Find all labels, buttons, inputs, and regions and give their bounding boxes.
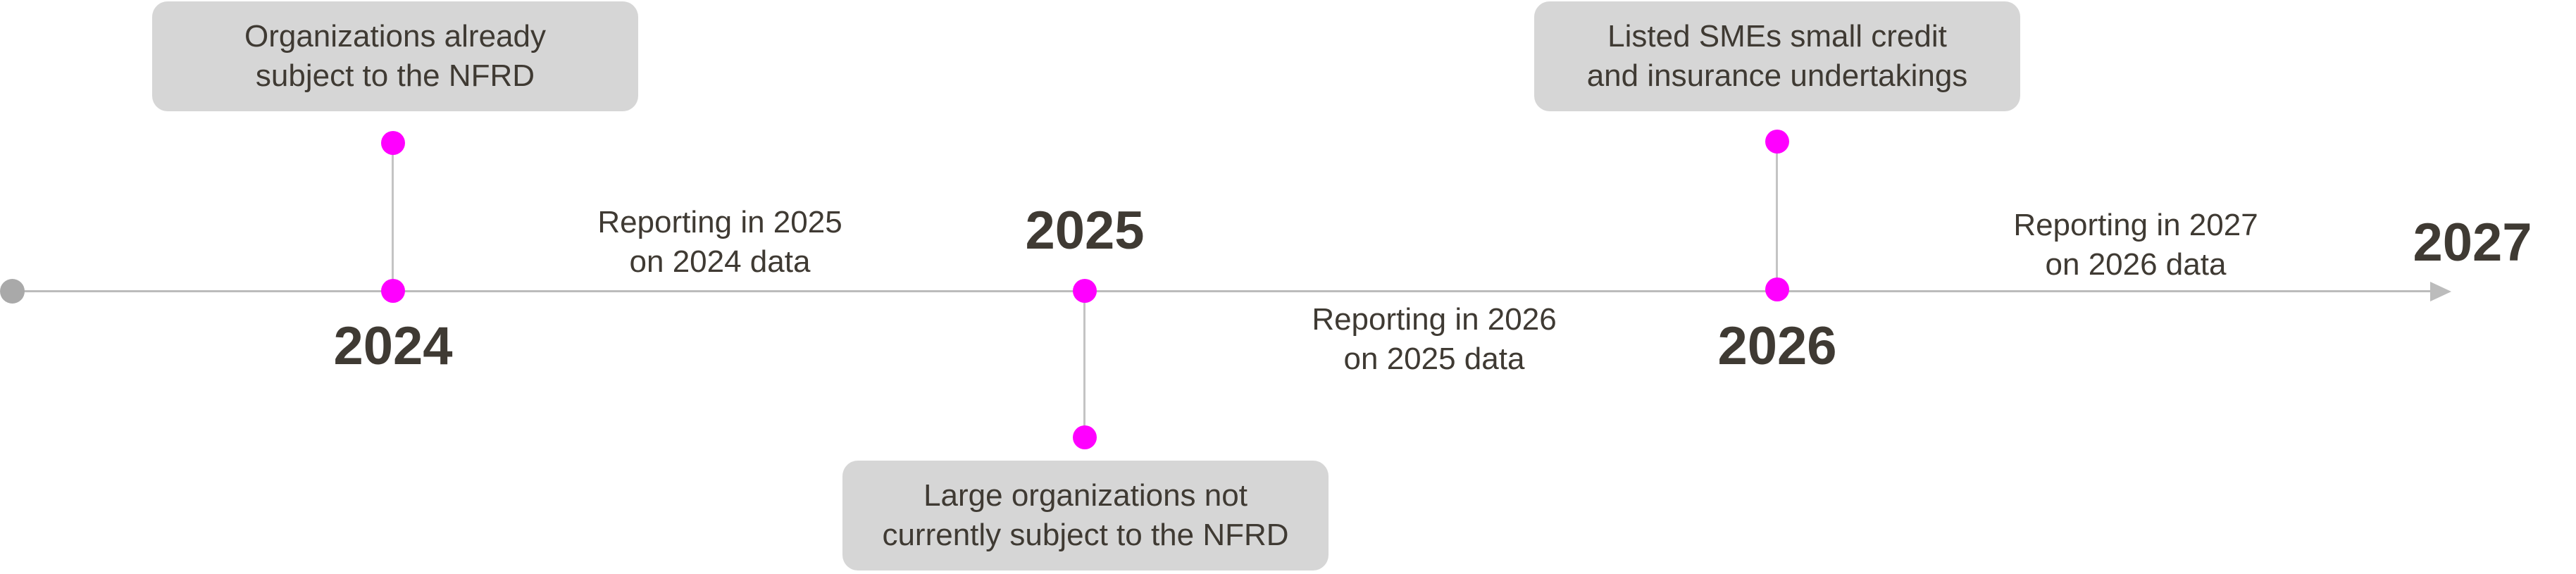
timeline-arrow-head [2430, 282, 2451, 301]
group-box-large-orgs: Large organizations not currently subjec… [842, 461, 1329, 570]
group-box-smes: Listed SMEs small credit and insurance u… [1534, 1, 2020, 111]
milestone-2025-axis-dot [1073, 279, 1097, 303]
group-box-nfrd: Organizations already subject to the NFR… [152, 1, 638, 111]
year-label-2024: 2024 [333, 316, 453, 376]
timeline-axis [13, 290, 2436, 292]
milestone-2025-connector [1083, 291, 1085, 439]
milestone-2024-upper-dot [381, 131, 405, 155]
timeline-start-marker [0, 279, 25, 304]
year-label-2026: 2026 [1717, 316, 1837, 376]
group-label-large-orgs: Large organizations not currently subjec… [882, 478, 1289, 552]
reporting-label-2025: Reporting in 2025 on 2024 data [597, 205, 842, 279]
group-label-nfrd: Organizations already subject to the NFR… [244, 19, 546, 93]
milestone-2026-axis-dot [1765, 277, 1789, 301]
year-label-2025: 2025 [1025, 201, 1145, 261]
group-label-smes: Listed SMEs small credit and insurance u… [1586, 19, 1968, 93]
reporting-label-2027: Reporting in 2027 on 2026 data [2013, 208, 2258, 282]
reporting-label-2026: Reporting in 2026 on 2025 data [1312, 302, 1557, 376]
milestone-2026-connector [1776, 141, 1778, 289]
milestone-2025-lower-dot [1073, 425, 1097, 449]
milestone-2024-axis-dot [381, 279, 405, 303]
year-label-2027: 2027 [2413, 213, 2532, 273]
milestone-2026-upper-dot [1765, 130, 1789, 154]
milestone-2024-connector [392, 142, 394, 290]
